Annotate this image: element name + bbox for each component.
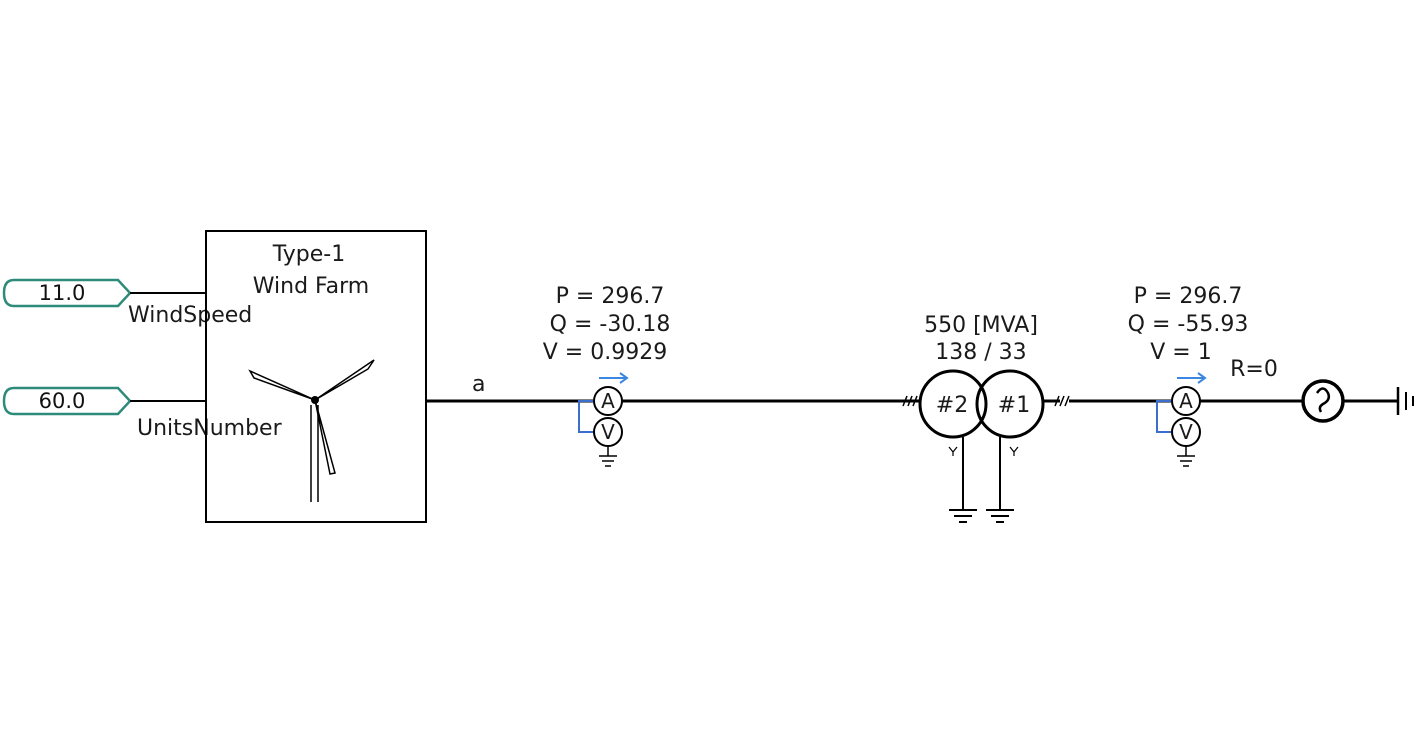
unitsnumber-value: 60.0 [39,389,86,413]
ac-source-icon [1315,387,1331,413]
source-ground-icon [1396,387,1414,415]
unitsnumber-port-label: UnitsNumber [137,416,283,441]
left-meter-readings: P = 296.7 Q = -30.18 V = 0.9929 [543,284,671,365]
right-ammeter-label: A [1179,389,1193,413]
transformer-wye-ground-right-icon [986,437,1019,523]
wind-turbine-icon [248,359,375,502]
unitsnumber-input[interactable]: 60.0 [2,386,132,416]
wind-farm-block[interactable]: Type-1 Wind Farm [205,230,427,523]
transformer-winding-1-label: #1 [998,393,1030,418]
wind-farm-title-line2: Wind Farm [253,274,370,299]
bus-label-a: a [472,372,485,397]
left-ammeter[interactable]: A [593,386,623,416]
transformer-winding-2 [918,369,988,439]
right-voltmeter[interactable]: V [1171,417,1201,447]
right-ammeter[interactable]: A [1171,386,1201,416]
right-meter-p: P = 296.7 [1134,284,1243,309]
right-flow-arrow-icon [1177,372,1207,384]
right-ground-icon [1177,446,1195,467]
left-meter-p: P = 296.7 [556,284,665,309]
left-meter-q: Q = -30.18 [550,312,671,337]
left-ammeter-label: A [601,389,615,413]
transformer-winding-1 [975,369,1045,439]
transformer-rating: 550 [MVA] [924,313,1038,338]
left-voltmeter-link [578,400,594,433]
transformer-right-hash-icon [1054,395,1070,407]
transformer-wye-ground-left-icon [948,437,977,523]
right-voltmeter-label: V [1179,420,1193,444]
left-flow-arrow-icon [599,372,629,384]
left-voltmeter[interactable]: V [593,417,623,447]
ac-source[interactable] [1301,379,1345,423]
left-meter-v: V = 0.9929 [543,340,667,365]
windspeed-value: 11.0 [39,281,86,305]
transformer-ratio: 138 / 33 [935,340,1026,365]
right-meter-q: Q = -55.93 [1128,312,1249,337]
left-voltmeter-label: V [601,420,615,444]
right-voltmeter-link [1156,400,1172,433]
transformer-winding-2-label: #2 [936,393,968,418]
right-meter-readings: P = 296.7 Q = -55.93 V = 1 [1128,284,1249,365]
source-r-label: R=0 [1230,357,1278,382]
transformer[interactable]: #2 #1 [900,369,1070,523]
left-ground-icon [599,446,617,467]
right-meter-v: V = 1 [1150,340,1211,365]
wind-farm-title-line1: Type-1 [272,242,345,267]
windspeed-input[interactable]: 11.0 [2,278,132,308]
windspeed-port-label: WindSpeed [128,303,252,328]
